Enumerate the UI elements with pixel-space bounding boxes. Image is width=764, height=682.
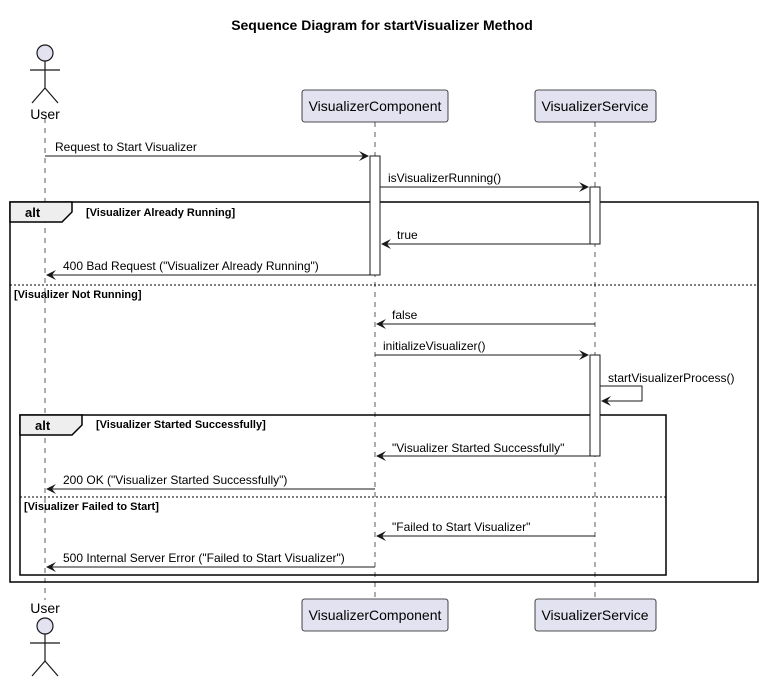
participant-user-bottom: User [30, 600, 60, 616]
diagram-title: Sequence Diagram for startVisualizer Met… [231, 17, 533, 33]
message-label-4: 400 Bad Request ("Visualizer Already Run… [63, 259, 319, 273]
user-actor-head-bottom [36, 617, 54, 635]
alt-inner-guard-1: [Visualizer Started Successfully] [96, 419, 266, 431]
message-label-6: initializeVisualizer() [383, 339, 485, 353]
message-label-1: Request to Start Visualizer [55, 140, 197, 154]
participant-user-top: User [30, 106, 60, 122]
message-label-11: 500 Internal Server Error ("Failed to St… [63, 551, 345, 565]
message-label-5: false [392, 308, 418, 322]
alt-outer-keyword: alt [25, 205, 41, 220]
message-label-9: 200 OK ("Visualizer Started Successfully… [63, 473, 287, 487]
user-actor-bottom [30, 617, 60, 677]
message-label-10: "Failed to Start Visualizer" [392, 520, 530, 534]
participant-service-top: VisualizerService [541, 98, 648, 114]
alt-inner-keyword: alt [35, 418, 51, 433]
service-activation-bar-2 [589, 354, 601, 457]
alt-fragment-outer [9, 201, 759, 583]
user-actor-head-top [36, 44, 54, 62]
component-activation-bar [369, 155, 381, 276]
participant-box-component-bottom [301, 598, 449, 632]
user-actor-top [30, 44, 60, 104]
message-label-2: isVisualizerRunning() [388, 171, 501, 185]
message-label-3: true [397, 228, 418, 242]
alt-outer-guard-1: [Visualizer Already Running] [86, 207, 235, 219]
alt-outer-tab [9, 201, 73, 223]
message-label-7: startVisualizerProcess() [608, 371, 734, 385]
message-arrow-7-self [600, 385, 643, 406]
participant-box-component-top [301, 89, 449, 123]
alt-fragment-inner [19, 414, 667, 576]
participant-box-service-bottom [534, 598, 657, 632]
participant-service-bottom: VisualizerService [541, 607, 648, 623]
alt-inner-guard-2: [Visualizer Failed to Start] [24, 501, 159, 513]
message-label-8: "Visualizer Started Successfully" [392, 441, 564, 455]
alt-outer-guard-2: [Visualizer Not Running] [14, 289, 142, 301]
participant-component-top: VisualizerComponent [309, 98, 442, 114]
participant-box-service-top [534, 89, 657, 123]
participant-component-bottom: VisualizerComponent [309, 607, 442, 623]
service-activation-bar-1 [589, 186, 601, 245]
alt-inner-tab [19, 414, 83, 436]
